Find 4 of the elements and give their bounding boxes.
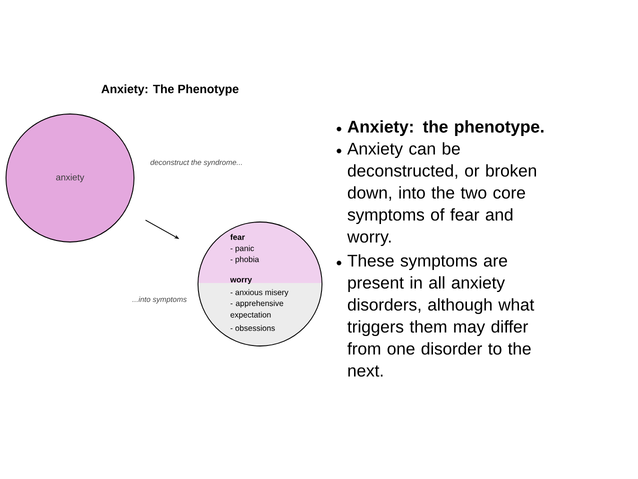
diagram-title: Anxiety: The Phenotype bbox=[101, 84, 238, 96]
bullet-point: Anxiety: the phenotype. bbox=[336, 120, 544, 136]
bullet-point: These symptoms are present in all anxiety disorders, although what triggers them may differ from one disorder to the next. bbox=[336, 254, 534, 377]
bullet-point: Anxiety can be deconstructed, or broken down, into the two core symptoms of fear and worry. bbox=[336, 142, 536, 246]
